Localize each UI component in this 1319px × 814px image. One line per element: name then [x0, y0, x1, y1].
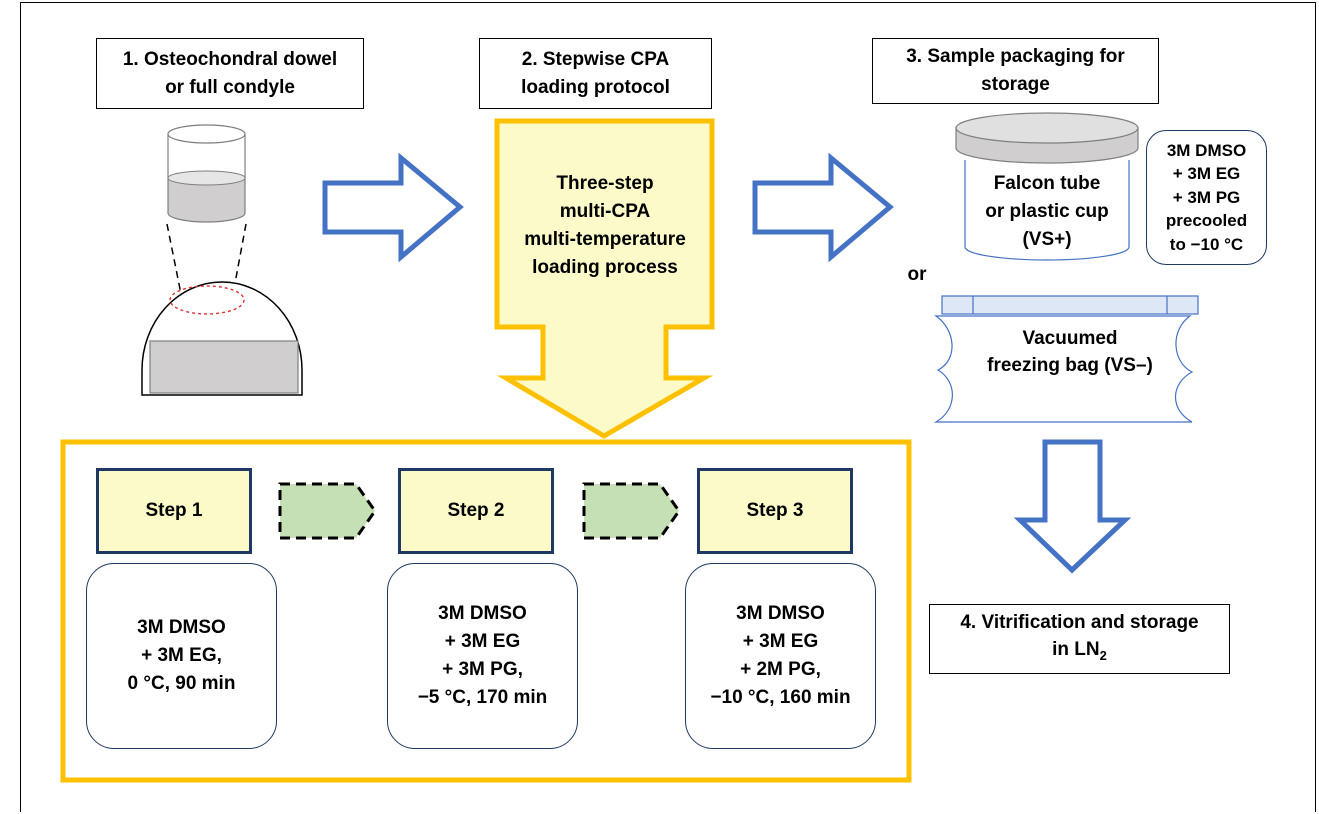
vitrification-line-1: 4. Vitrification and storage	[960, 612, 1199, 634]
process-arrow-shape	[494, 118, 715, 439]
condyle-icon	[141, 281, 303, 396]
title-box-packaging: 3. Sample packaging for storage	[872, 38, 1159, 104]
precooled-solution-box: 3M DMSO + 3M EG + 3M PG precooled to −10…	[1146, 130, 1267, 265]
step-1-conditions: 3M DMSO + 3M EG, 0 °C, 90 min	[86, 563, 277, 749]
step-3-header: Step 3	[697, 468, 853, 554]
step-2-header: Step 2	[398, 468, 554, 554]
figure-frame	[20, 2, 1316, 812]
projection-line-left	[166, 223, 182, 295]
or-label: or	[907, 264, 927, 285]
falcon-tube-label: Falcon tube or plastic cup (VS+)	[985, 173, 1109, 250]
freezing-bag-icon	[933, 295, 1199, 423]
step-3-conditions: 3M DMSO + 3M EG + 2M PG, −10 °C, 160 min	[685, 563, 876, 749]
step-arrow-2-icon	[582, 482, 681, 540]
falcon-tube-icon	[955, 112, 1139, 261]
arrow-right-2-icon	[752, 152, 894, 263]
step-1-header: Step 1	[96, 468, 252, 554]
process-description: Three-step multi-CPA multi-temperature l…	[524, 173, 686, 278]
arrow-right-1-icon	[322, 152, 464, 263]
step-2-conditions: 3M DMSO + 3M EG + 3M PG, −5 °C, 170 min	[387, 563, 578, 749]
step-arrow-1-icon	[278, 482, 377, 540]
steps-frame	[60, 439, 912, 783]
dowel-cylinder-icon	[167, 124, 246, 223]
title-box-vitrification: 4. Vitrification and storage in LN2	[929, 604, 1230, 674]
ln-subscript: 2	[1099, 647, 1107, 663]
arrow-down-icon	[1013, 439, 1132, 574]
title-box-dowel: 1. Osteochondral dowel or full condyle	[96, 38, 364, 109]
vitrification-line-2: in LN2	[1052, 636, 1107, 669]
ln-label: in LN	[1052, 639, 1100, 661]
freezing-bag-label: Vacuumed freezing bag (VS–)	[987, 328, 1153, 376]
title-box-cpa-protocol: 2. Stepwise CPA loading protocol	[479, 38, 712, 109]
